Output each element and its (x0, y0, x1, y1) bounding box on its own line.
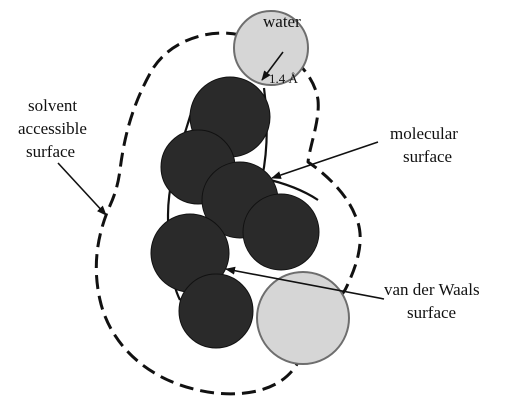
sas-label-line-1: solvent (28, 96, 77, 115)
sas-label-line-2: accessible (18, 119, 87, 138)
atom-6 (178, 273, 254, 349)
solvent-accessible-surface-outline (94, 31, 362, 396)
water-probe-bottom (256, 271, 350, 365)
probe-radius-arrow (261, 51, 284, 81)
water-probe-top (233, 10, 309, 86)
molecule-atoms (150, 76, 320, 349)
sas-arrow (57, 162, 107, 216)
probe-radius-label: 1.4 Å (269, 71, 299, 86)
ms-label-line-1: molecular (390, 124, 458, 143)
water-label: water (263, 12, 301, 31)
vdw-arrow (225, 266, 385, 300)
atom-4 (242, 193, 320, 271)
ms-arrow (271, 141, 379, 179)
ms-label-line-2: surface (403, 147, 452, 166)
sas-label-line-3: surface (26, 142, 75, 161)
vdw-label-line-2: surface (407, 303, 456, 322)
vdw-label-line-1: van der Waals (384, 280, 480, 299)
